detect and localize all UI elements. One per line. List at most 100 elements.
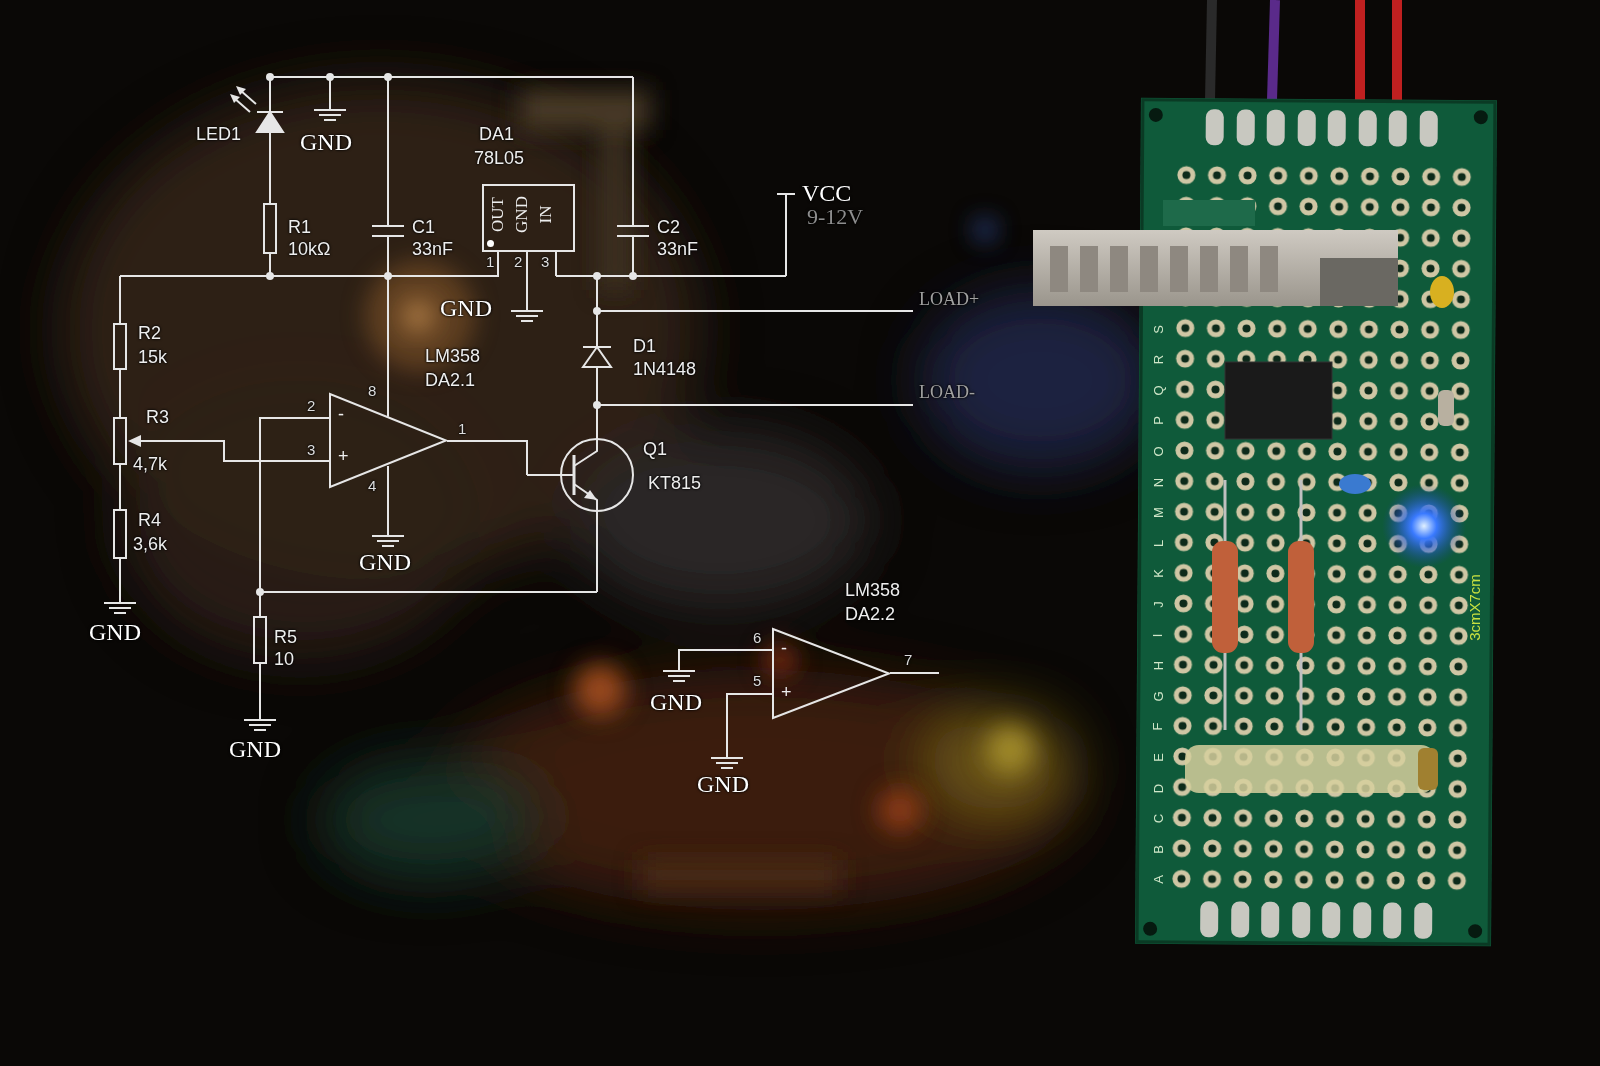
glass-tube — [1185, 745, 1435, 793]
pin-number: 1 — [486, 254, 494, 269]
component-label: 33nF — [657, 240, 698, 258]
pin-number: 7 — [904, 652, 912, 667]
small-resistor — [1438, 390, 1454, 426]
component-label: 3,6k — [133, 535, 167, 553]
board-row-letter: H — [1152, 661, 1165, 670]
board-row-letter: I — [1151, 633, 1164, 637]
pin-number: 3 — [541, 254, 549, 269]
component-label: D1 — [633, 337, 656, 355]
opamp-triangle: -+ — [329, 393, 447, 488]
pin-name: OUT — [488, 197, 505, 232]
pin-name: IN — [537, 205, 554, 223]
potentiometer-symbol — [114, 418, 126, 464]
wire — [329, 77, 331, 110]
pin-number: 2 — [307, 398, 315, 413]
bokeh — [60, 80, 1160, 910]
ic-chip — [1225, 362, 1332, 439]
lamp-core — [402, 300, 434, 332]
opamp-triangle: -+ — [772, 628, 890, 719]
diode-symbol — [583, 347, 611, 367]
board-row-letter: E — [1151, 753, 1164, 762]
led-rays — [230, 94, 240, 103]
wire — [119, 276, 121, 603]
capacitor-symbol — [617, 77, 649, 276]
component-label: R1 — [288, 218, 311, 236]
opamp-outline — [772, 628, 890, 719]
board-row-letter: M — [1151, 507, 1164, 518]
resistor-body — [1288, 541, 1314, 653]
ground-label: GND — [300, 130, 352, 154]
ground-label: GND — [440, 296, 492, 320]
pin-number: 3 — [307, 442, 315, 457]
component-label: KT815 — [648, 474, 701, 492]
board-row-letter: C — [1152, 814, 1165, 823]
resistor-symbol — [254, 617, 266, 663]
ground-label: GND — [89, 620, 141, 644]
voltage-label: 9-12V — [807, 206, 863, 228]
component-label: Q1 — [643, 440, 667, 458]
pin-name: GND — [512, 196, 529, 233]
pin-number: 6 — [753, 630, 761, 645]
pin-number: 4 — [368, 478, 376, 493]
board-row-letter: B — [1151, 845, 1164, 854]
component-label: DA2.1 — [425, 371, 475, 389]
terminal-label: LOAD+ — [919, 290, 979, 308]
pin-number: 8 — [368, 383, 376, 398]
component-label: LED1 — [196, 125, 241, 143]
wire-red — [1355, 0, 1365, 100]
component-label: R3 — [146, 408, 169, 426]
board-row-letter: S — [1151, 325, 1164, 334]
board-row-letter: K — [1151, 569, 1164, 578]
pin-number: 2 — [514, 254, 522, 269]
component-label: C2 — [657, 218, 680, 236]
led-rays — [236, 86, 246, 95]
led-symbol — [257, 112, 283, 132]
board — [1135, 98, 1497, 946]
transistor-arrow — [584, 490, 597, 500]
tube-cap — [1418, 748, 1438, 790]
resistor-symbol — [264, 204, 276, 253]
ground-symbol — [104, 110, 743, 768]
bokeh-lights — [520, 90, 1034, 890]
junction-dot — [256, 73, 637, 596]
wire — [527, 252, 556, 311]
perfboard — [1135, 98, 1497, 946]
resistor-symbol — [114, 510, 126, 558]
wiper-arrow — [128, 435, 141, 447]
component-label: 78L05 — [474, 149, 524, 167]
wire — [556, 194, 795, 276]
pin-number: 5 — [753, 673, 761, 688]
blue-led-glow — [1382, 484, 1466, 568]
board-row-letter: O — [1152, 446, 1165, 456]
led-bargraph — [1033, 230, 1398, 306]
hole-grid — [1166, 160, 1477, 896]
wire — [597, 311, 913, 405]
terminal-label: LOAD- — [919, 383, 975, 401]
board-row-letter: R — [1152, 355, 1165, 364]
component-label: LM358 — [845, 581, 900, 599]
board-marking: 3cmX7cm — [1466, 574, 1481, 641]
ground-label: GND — [650, 690, 702, 714]
board-row-letter: L — [1152, 540, 1165, 547]
component-label: 10kΩ — [288, 240, 330, 258]
pin-sign: + — [781, 683, 792, 701]
pin-sign: - — [338, 405, 344, 423]
board-row-letter: G — [1152, 691, 1165, 701]
board-row-letter: D — [1152, 783, 1165, 792]
ground-label: GND — [697, 772, 749, 796]
component-label: 15k — [138, 348, 167, 366]
blue-capacitor — [1339, 474, 1371, 494]
green-part — [1163, 200, 1255, 226]
ground-label: GND — [359, 550, 411, 574]
bargraph-segments — [1050, 246, 1278, 292]
led-rays — [234, 90, 256, 112]
wire — [270, 76, 633, 78]
wire-black — [1210, 0, 1212, 100]
pin-sign: - — [781, 639, 787, 657]
component-label: 1N4148 — [633, 360, 696, 378]
